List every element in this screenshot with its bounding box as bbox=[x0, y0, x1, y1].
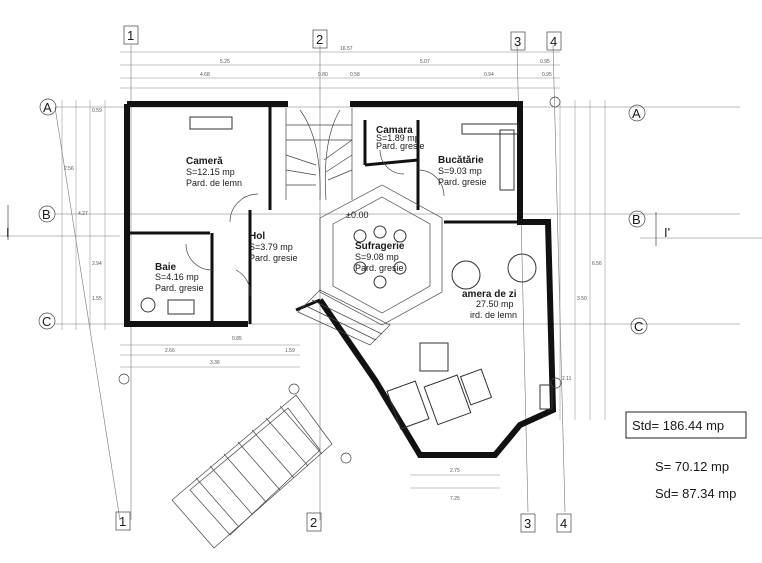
room-finish-camara: Pard. gresie bbox=[376, 141, 425, 151]
dim-bottom-5: 7.25 bbox=[450, 496, 460, 502]
exterior-staircase bbox=[171, 394, 333, 549]
room-area-camera: S=12.15 mp bbox=[186, 167, 235, 177]
dim-left-1: 4.27 bbox=[78, 211, 88, 217]
dim-bottom-3: 0.85 bbox=[232, 336, 242, 342]
axis-label-3-bottom: 3 bbox=[524, 516, 531, 531]
room-finish-sufragerie: Pard. gresie bbox=[355, 263, 404, 273]
room-area-sufragerie: S=9.08 mp bbox=[355, 252, 399, 262]
area-summary: Std= 186.44 mp S= 70.12 mp Sd= 87.34 mp bbox=[625, 411, 747, 501]
dim-right-2: 2.11 bbox=[562, 376, 572, 382]
column-markers bbox=[118, 96, 562, 464]
axis-label-a-right: A bbox=[632, 106, 641, 121]
room-labels: Cameră S=12.15 mp Pard. de lemn Camara S… bbox=[155, 125, 517, 320]
dim-bottom-4: 2.75 bbox=[450, 468, 460, 474]
dim-bottom-1: 3.36 bbox=[210, 360, 220, 366]
dim-top-8: 0.95 bbox=[542, 72, 552, 78]
room-area-bucatarie: S=9.03 mp bbox=[438, 166, 482, 176]
room-name-sufragerie: Sufragerie bbox=[355, 241, 405, 252]
curved-staircase bbox=[285, 108, 353, 201]
room-area-camera-de-zi: 27.50 mp bbox=[476, 299, 514, 309]
dim-bottom-2: 1.59 bbox=[285, 348, 295, 354]
dim-right-0: 6.56 bbox=[592, 261, 602, 267]
dim-top-6: 0.58 bbox=[350, 72, 360, 78]
dim-top-2: 5.07 bbox=[420, 59, 430, 65]
furniture bbox=[140, 116, 553, 430]
room-area-camara: S=1.89 mp bbox=[376, 133, 420, 143]
interior-walls bbox=[130, 104, 520, 324]
exterior-walls bbox=[124, 101, 557, 458]
room-finish-camera-de-zi: ird. de lemn bbox=[470, 310, 517, 320]
summary-std: Std= 186.44 mp bbox=[632, 418, 724, 433]
room-finish-hol: Pard. gresie bbox=[249, 253, 298, 263]
dimension-values: 16.57 5.25 5.07 0.95 4.68 0.80 0.58 0.94… bbox=[64, 46, 602, 502]
dim-left-2: 0.59 bbox=[92, 108, 102, 114]
dim-left-4: 1.55 bbox=[92, 296, 102, 302]
summary-sd: Sd= 87.34 mp bbox=[655, 486, 736, 501]
room-name-bucatarie: Bucătărie bbox=[438, 155, 484, 166]
dim-left-0: 2.56 bbox=[64, 166, 74, 172]
dim-right-1: 3.50 bbox=[577, 296, 587, 302]
axis-grid bbox=[0, 44, 762, 521]
axis-label-c-right: C bbox=[634, 319, 643, 334]
section-label-left: I bbox=[6, 225, 10, 240]
axis-label-b-right: B bbox=[632, 212, 641, 227]
room-area-baie: S=4.16 mp bbox=[155, 272, 199, 282]
axis-label-4-bottom: 4 bbox=[560, 516, 567, 531]
room-name-baie: Baie bbox=[155, 262, 177, 273]
dim-top-1: 5.25 bbox=[220, 59, 230, 65]
room-finish-camera: Pard. de lemn bbox=[186, 178, 242, 188]
level-mark: ±0.00 bbox=[346, 210, 368, 220]
axis-label-3-top: 3 bbox=[514, 34, 521, 49]
axis-label-c-left: C bbox=[42, 314, 51, 329]
axis-label-4-top: 4 bbox=[550, 34, 557, 49]
axis-label-2-top: 2 bbox=[316, 32, 323, 47]
summary-s: S= 70.12 mp bbox=[655, 459, 729, 474]
axis-markers: 1 2 3 4 1 2 3 4 A B C A B C I I' bbox=[6, 25, 670, 533]
axis-label-b-left: B bbox=[42, 207, 51, 222]
dining-hexagon bbox=[319, 184, 443, 326]
door-swings bbox=[185, 149, 445, 297]
axis-label-1-bottom: 1 bbox=[119, 514, 126, 529]
room-name-hol: Hol bbox=[249, 231, 265, 242]
room-finish-baie: Pard. gresie bbox=[155, 283, 204, 293]
room-name-camera-de-zi: amera de zi bbox=[462, 289, 517, 300]
room-finish-bucatarie: Pard. gresie bbox=[438, 177, 487, 187]
entry-steps bbox=[297, 289, 391, 346]
axis-label-a-left: A bbox=[43, 100, 52, 115]
dimension-lines bbox=[61, 51, 606, 489]
section-label-right: I' bbox=[664, 225, 670, 240]
dim-top-7: 0.94 bbox=[484, 72, 494, 78]
axis-label-1-top: 1 bbox=[127, 28, 134, 43]
dim-left-3: 2.94 bbox=[92, 261, 102, 267]
dim-top-4: 4.68 bbox=[200, 72, 210, 78]
room-name-camara: Camara bbox=[376, 125, 413, 136]
room-name-camera: Cameră bbox=[186, 156, 223, 167]
dim-top-3: 0.95 bbox=[540, 59, 550, 65]
dim-bottom-0: 2.66 bbox=[165, 348, 175, 354]
axis-label-2-bottom: 2 bbox=[310, 515, 317, 530]
room-area-hol: S=3.79 mp bbox=[249, 242, 293, 252]
dim-top-0: 16.57 bbox=[340, 46, 353, 52]
dim-top-5: 0.80 bbox=[318, 72, 328, 78]
